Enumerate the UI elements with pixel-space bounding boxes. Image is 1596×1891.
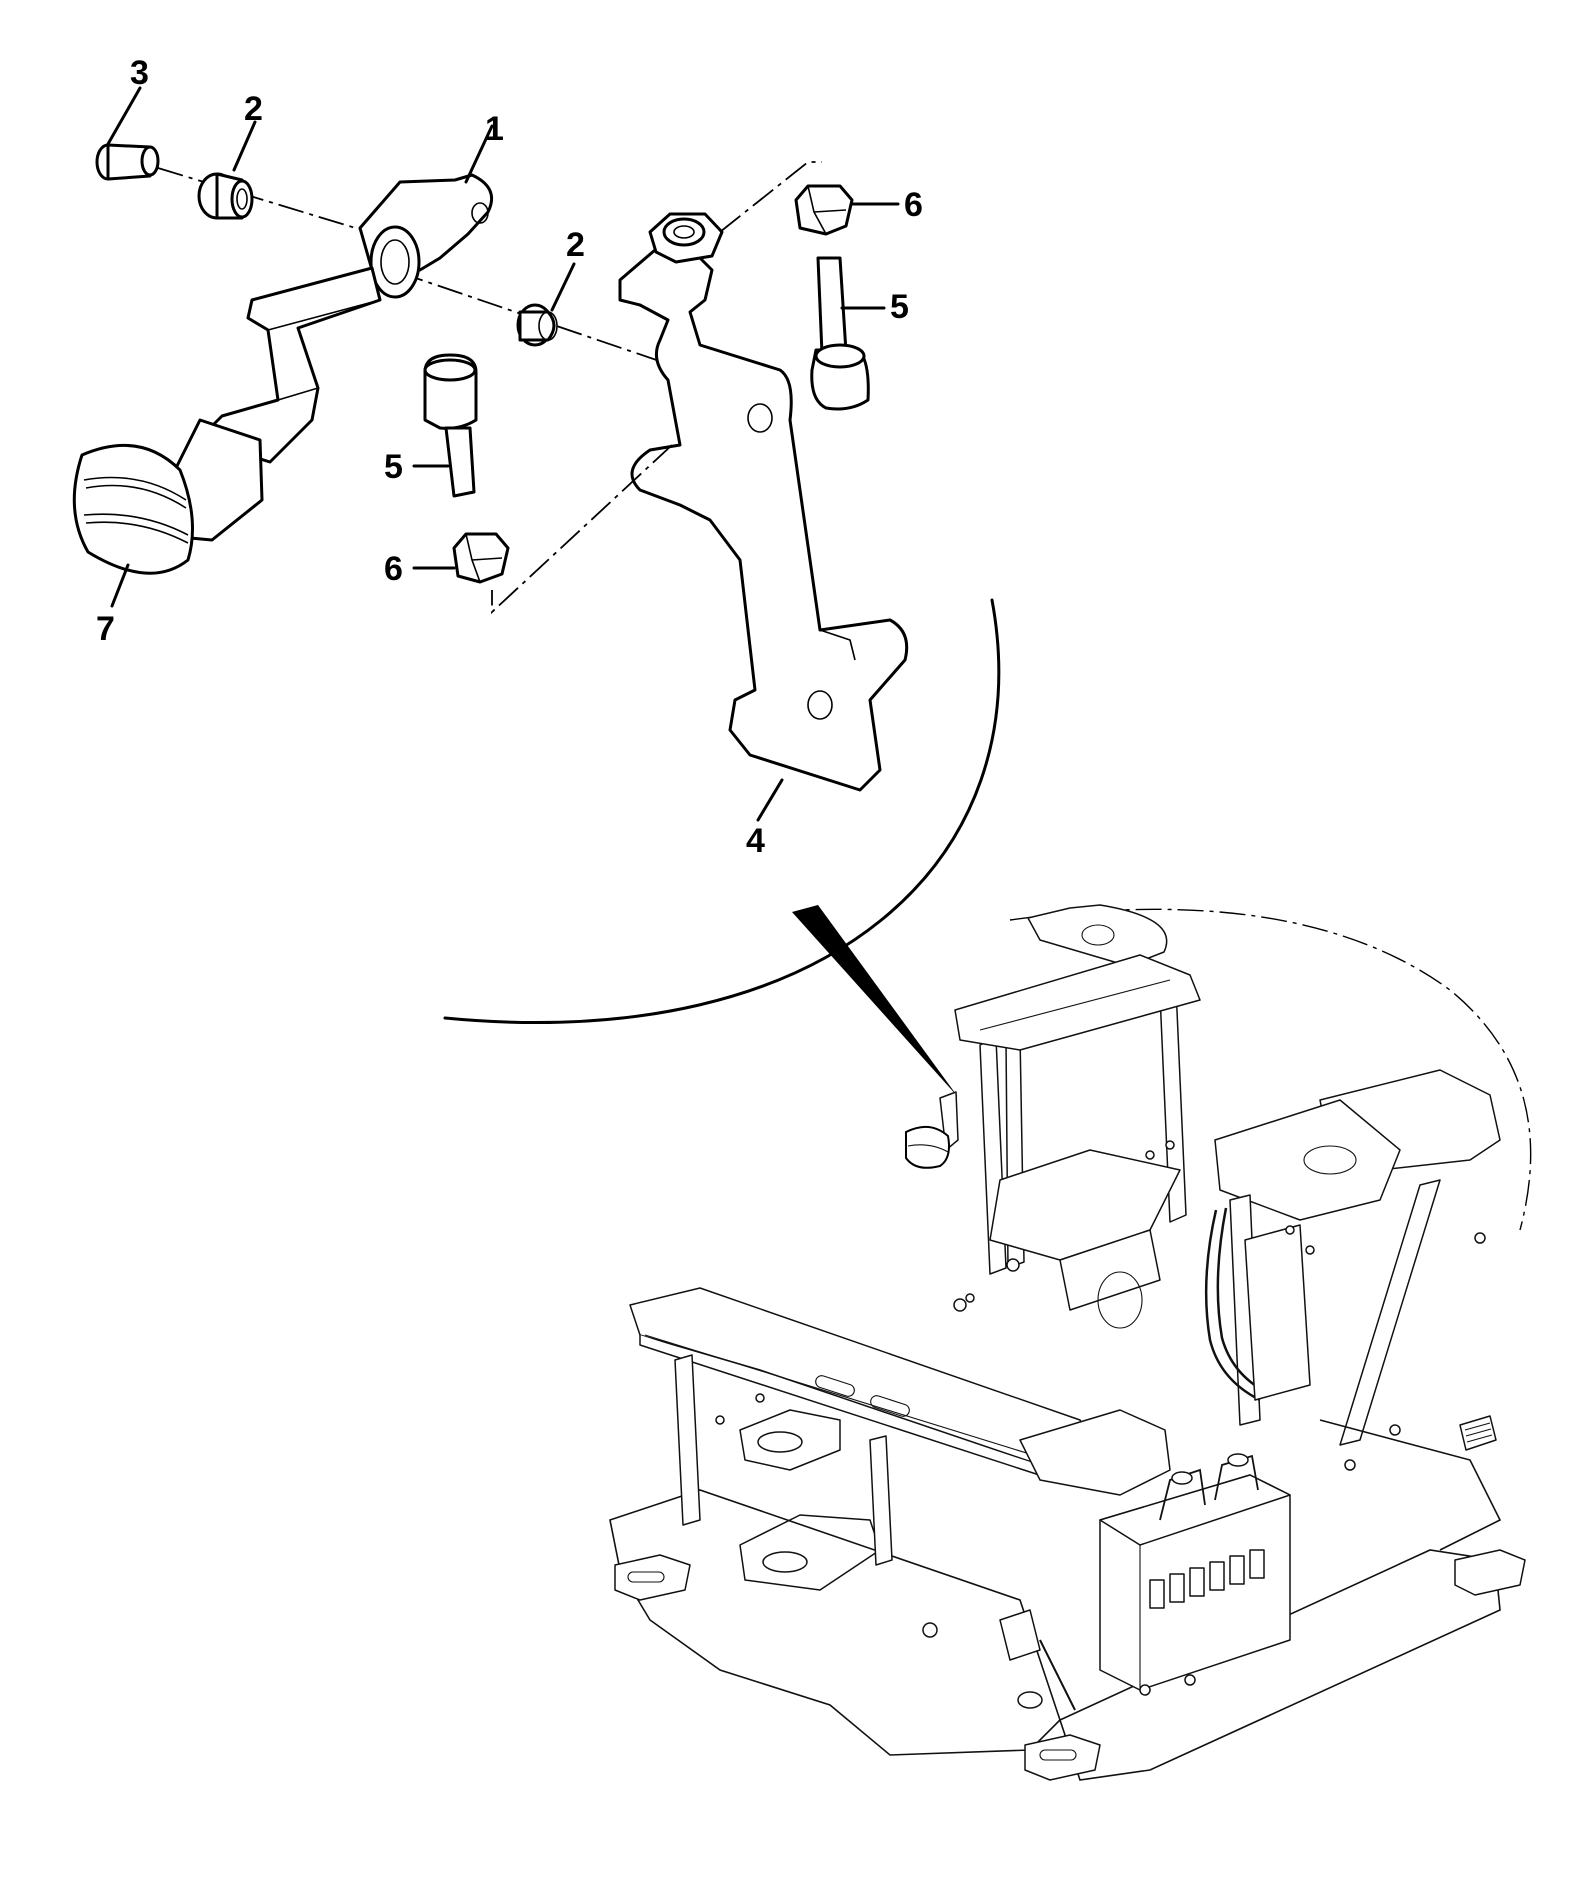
leader-4 xyxy=(756,778,784,822)
detail-pointer xyxy=(792,905,958,1097)
callout-2: 2 xyxy=(566,226,585,264)
detail-circle-arc xyxy=(443,598,1001,1024)
leader-1 xyxy=(464,124,494,184)
bushing-icon xyxy=(516,303,558,347)
pedal-pad-icon xyxy=(72,418,264,575)
bushing-icon xyxy=(197,172,254,220)
callout-5: 5 xyxy=(890,288,909,326)
leader-2a xyxy=(232,120,257,172)
hex-nut-icon xyxy=(452,532,510,584)
pin-icon xyxy=(95,143,160,181)
leader-7 xyxy=(110,563,130,608)
callout-7: 7 xyxy=(96,610,115,648)
pedal-location-icon xyxy=(905,1091,959,1169)
callout-6: 6 xyxy=(904,186,923,224)
bolt-icon xyxy=(423,353,478,498)
mounting-bracket-icon xyxy=(618,248,909,792)
callout-6: 6 xyxy=(384,550,403,588)
callout-3: 3 xyxy=(130,54,149,92)
axis-line-left xyxy=(491,444,673,615)
upper-frame-icon xyxy=(954,904,1532,1446)
bolt-icon xyxy=(810,256,870,411)
callout-4: 4 xyxy=(746,822,765,860)
pedal-arm-icon xyxy=(196,173,493,464)
hex-nut-icon xyxy=(794,184,854,236)
leader-2b xyxy=(550,262,576,312)
callout-1: 1 xyxy=(485,110,504,148)
hex-nut-icon xyxy=(648,212,724,264)
leader-3 xyxy=(106,86,142,146)
base-frame-icon xyxy=(609,1140,1526,1781)
callout-5: 5 xyxy=(384,448,403,486)
callout-2: 2 xyxy=(244,90,263,128)
